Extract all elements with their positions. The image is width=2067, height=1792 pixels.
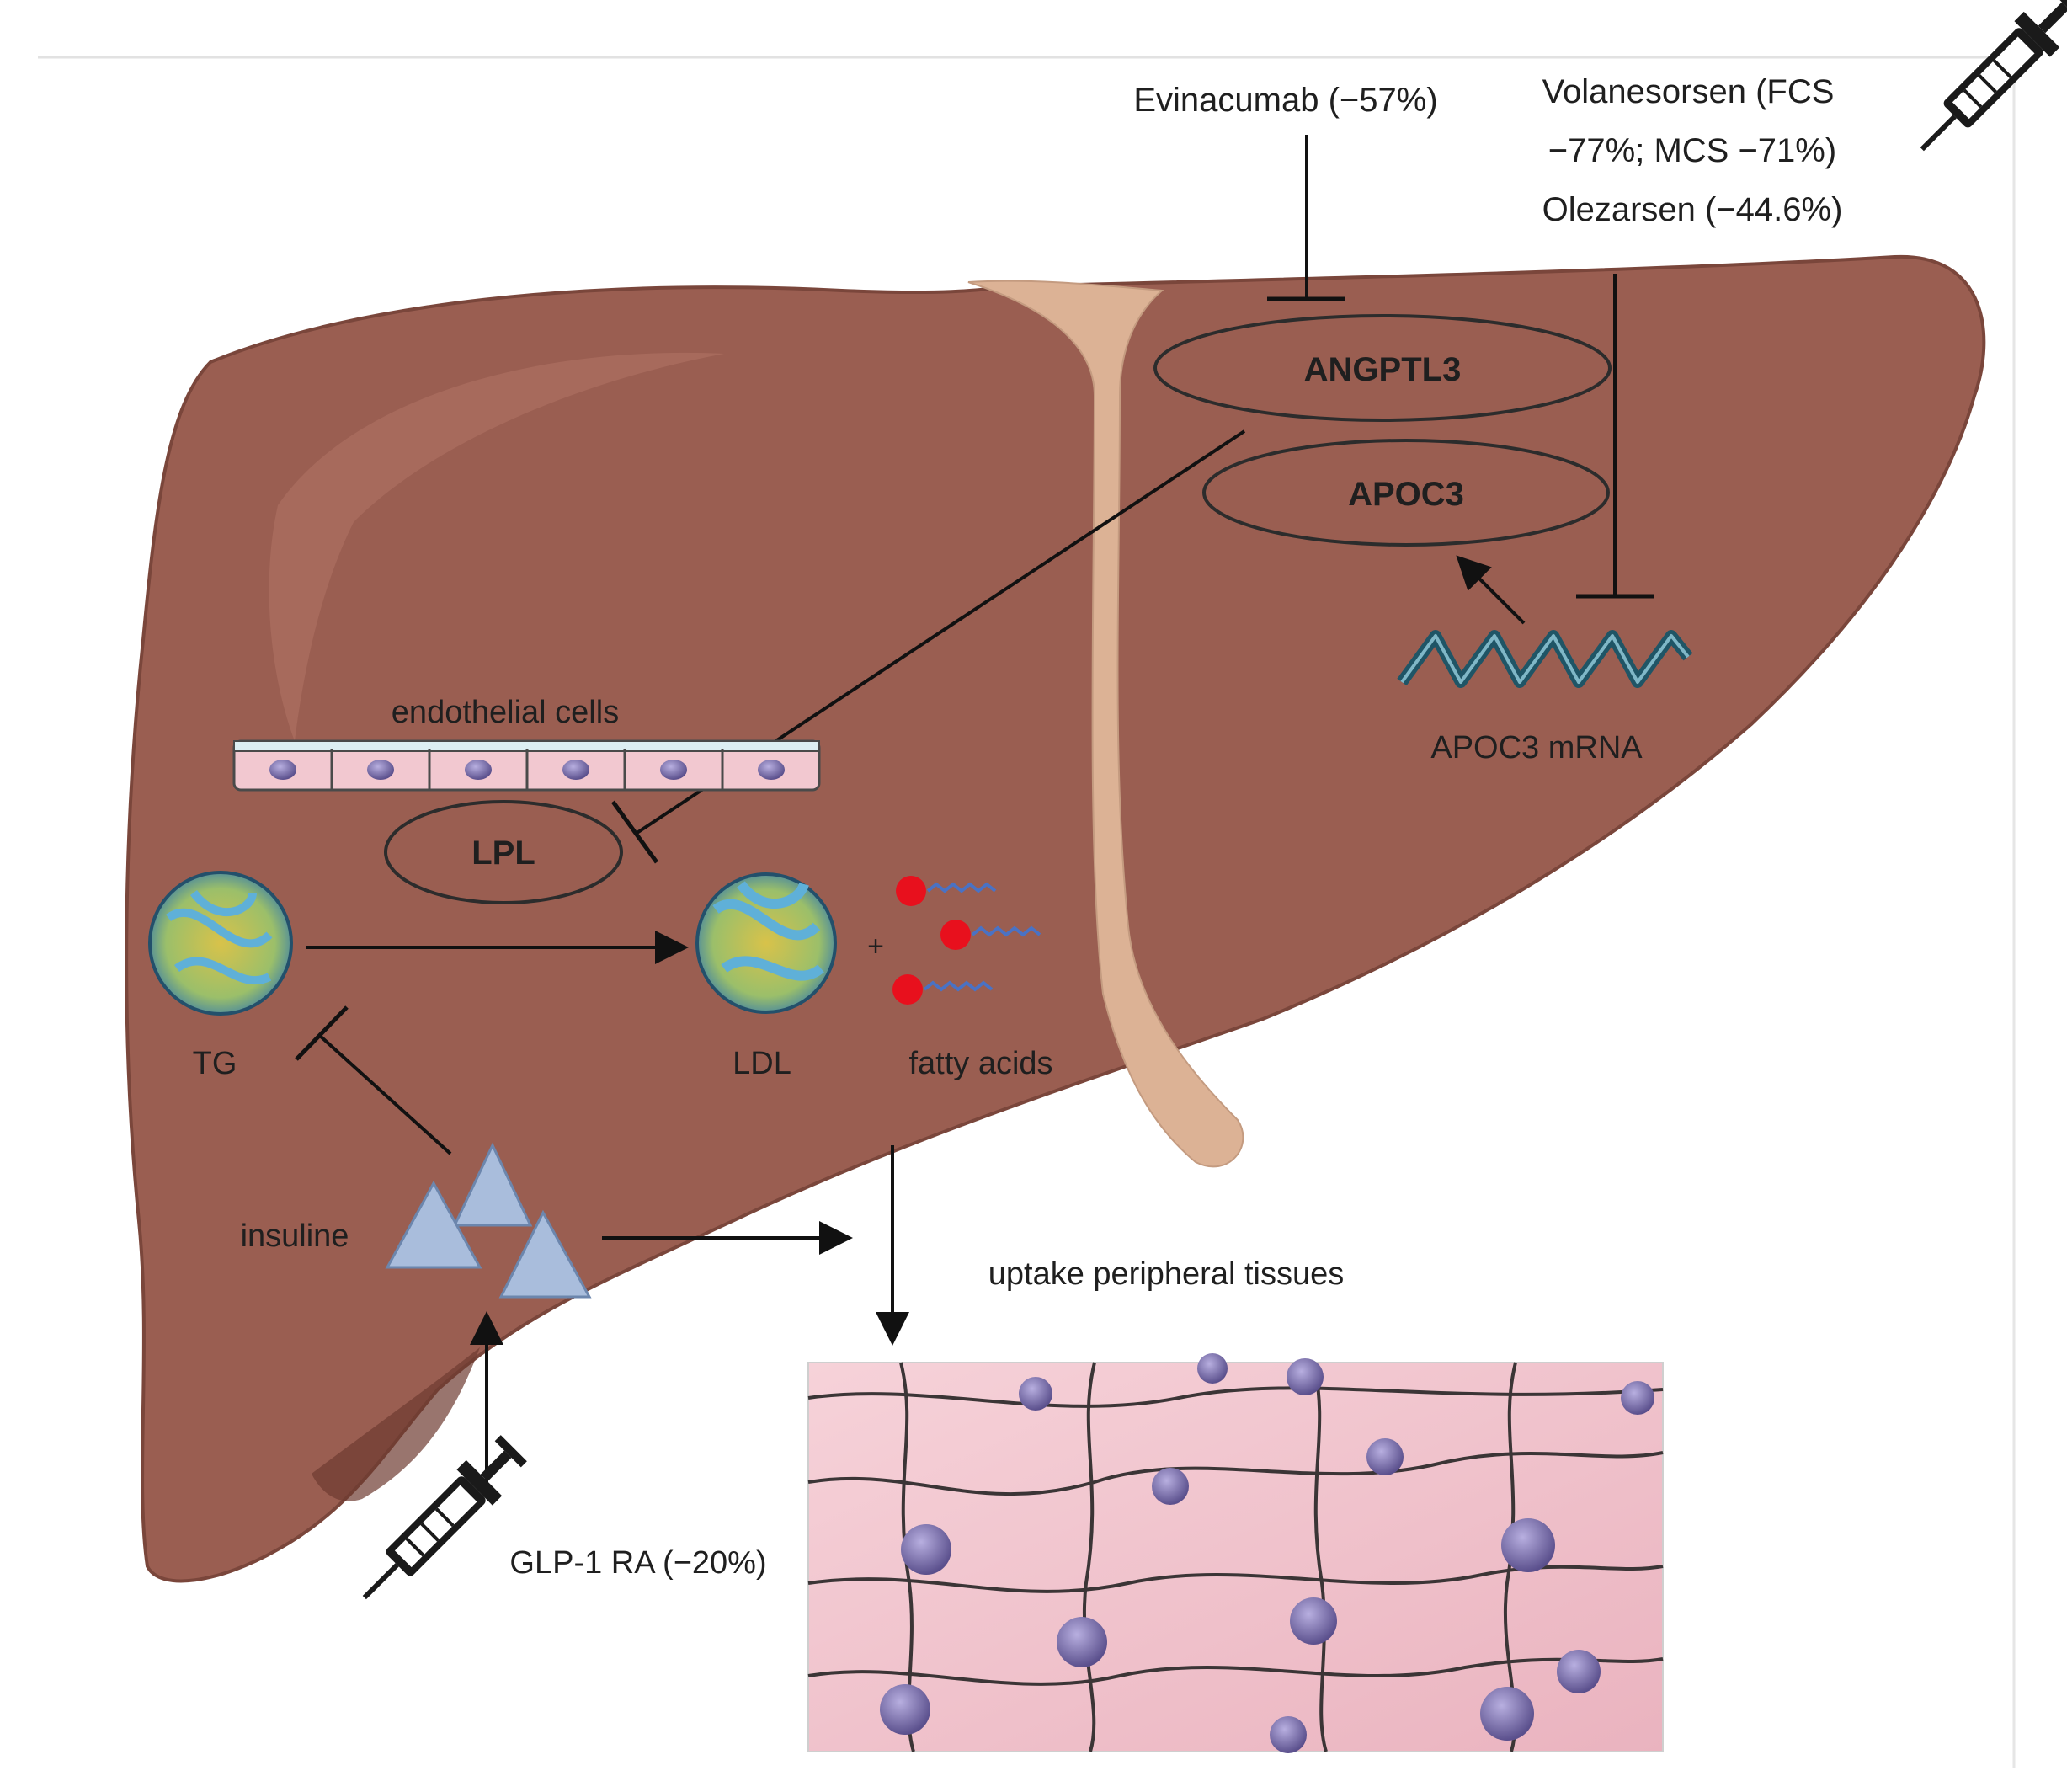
liver-highlight xyxy=(269,352,724,741)
insuline-label: insuline xyxy=(241,1219,349,1254)
angptl3-ellipse xyxy=(1153,314,1612,422)
fatty-acid-tail-1 xyxy=(926,882,997,893)
apoc3-ellipse xyxy=(1202,439,1610,547)
falciform-ligament xyxy=(967,280,1244,1168)
olezarsen-label: Olezarsen (−44.6%) xyxy=(1542,191,1843,228)
tg-label: TG xyxy=(193,1046,237,1081)
fatty-acid-head-1 xyxy=(896,876,926,906)
glp1-label: GLP-1 RA (−20%) xyxy=(509,1545,766,1581)
lpl-label: LPL xyxy=(471,835,535,872)
ldl-label: LDL xyxy=(733,1046,791,1081)
apoc3-mrna-label: APOC3 mRNA xyxy=(1430,730,1643,765)
fatty-acid-tail-3 xyxy=(923,980,994,992)
fatty-acids-label: fatty acids xyxy=(908,1046,1052,1081)
endothelial-cells-label: endothelial cells xyxy=(392,695,619,730)
mrna-to-apoc3-arrow xyxy=(1456,555,1526,625)
angptl3-label: ANGPTL3 xyxy=(1304,351,1462,388)
peripheral-tissue xyxy=(807,1353,1664,1753)
syringe-icon-top xyxy=(1920,0,2067,152)
liver-shape xyxy=(125,254,1986,1583)
liver-shadow xyxy=(312,1347,480,1501)
insulin-triangles xyxy=(385,1142,592,1299)
angptl3-to-lpl-bar xyxy=(610,800,659,864)
evinacumab-label: Evinacumab (−57%) xyxy=(1133,82,1437,119)
plus-sign: + xyxy=(867,931,884,963)
fatty-acids xyxy=(892,876,1041,1005)
endothelial-cells xyxy=(232,739,821,792)
ldl-particle xyxy=(695,872,837,1014)
fatty-acid-head-3 xyxy=(892,974,923,1005)
insulin-to-tg-inhibit-line xyxy=(318,1034,452,1155)
apoc3-mrna-wave-highlight xyxy=(1400,634,1690,684)
apoc3-label: APOC3 xyxy=(1348,476,1464,513)
fatty-acid-tail-2 xyxy=(971,925,1041,937)
volanesorsen-label-line1: Volanesorsen (FCS xyxy=(1542,73,1835,110)
uptake-label: uptake peripheral tissues xyxy=(988,1256,1344,1292)
tg-particle xyxy=(148,871,293,1016)
volanesorsen-label-line2: −77%; MCS −71%) xyxy=(1548,132,1836,169)
insulin-to-tg-inhibit-bar xyxy=(295,1005,349,1061)
syringe-icon-bottom xyxy=(362,1435,527,1600)
lpl-ellipse xyxy=(384,800,623,904)
fatty-acid-head-2 xyxy=(940,920,971,950)
